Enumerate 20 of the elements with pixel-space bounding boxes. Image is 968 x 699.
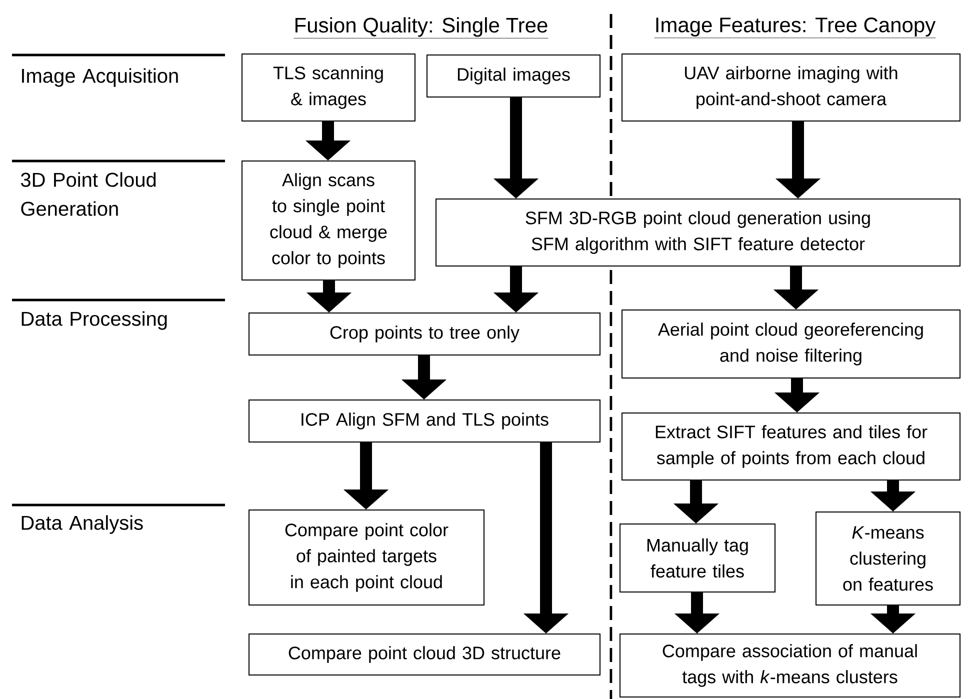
process-box: Align scans to single point cloud & merge color to points <box>242 160 416 280</box>
process-box: K-means clustering on features <box>816 512 961 606</box>
process-box: UAV airborne imaging with point-and-shoot camera <box>622 54 961 122</box>
process-box: SFM 3D-RGB point cloud generation using SFM algorithm with SIFT feature detector <box>436 198 961 266</box>
row-label: 3D Point Cloud Generation <box>20 172 156 216</box>
process-box: Compare point cloud 3D structure <box>248 634 600 676</box>
process-box: Aerial point cloud georeferencing and noise filtering <box>622 310 961 378</box>
row-label: Data Analysis <box>22 515 143 534</box>
process-box: Compare association of manual tags with k-means clusters <box>620 634 961 698</box>
row-label: Data Processing <box>22 311 167 330</box>
process-box: ICP Align SFM and TLS points <box>248 400 600 442</box>
process-box: Manually tag feature tiles <box>620 524 776 592</box>
column-heading: Fusion Quality: Single Tree <box>294 17 548 38</box>
process-box: Extract SIFT features and tiles for sample of points from each cloud <box>622 412 961 480</box>
process-box: Compare point color of painted targets in each point cloud <box>248 510 484 606</box>
process-box: Crop points to tree only <box>248 312 600 356</box>
row-label: Image Acquisition <box>22 68 178 87</box>
column-heading: Image Features: Tree Canopy <box>654 18 936 38</box>
process-box: Digital images <box>426 54 600 98</box>
process-box: TLS scanning & images <box>242 54 416 122</box>
